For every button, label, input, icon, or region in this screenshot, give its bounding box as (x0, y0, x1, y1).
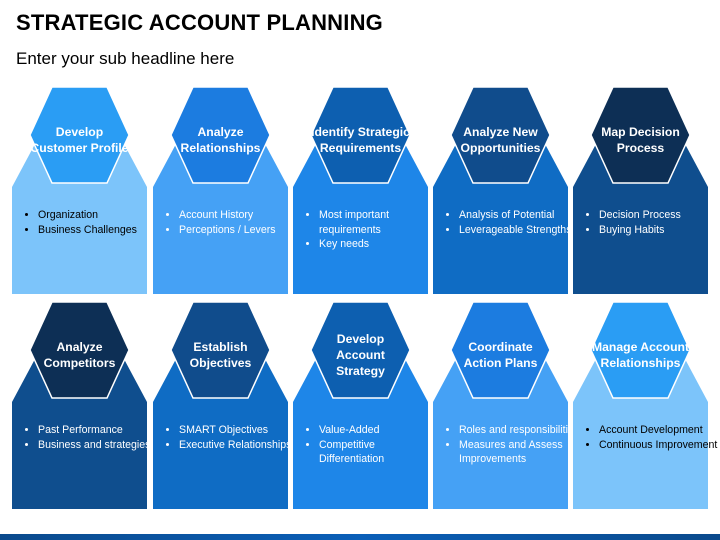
card-heading: Analyze Relationships (180, 125, 261, 155)
bullet-item: Most important requirements (319, 208, 441, 237)
hexagon-header-shape (170, 302, 271, 399)
bullet-list: Roles and responsibilitiesMeasures and A… (443, 423, 581, 467)
step-card: Analyze RelationshipsAccount HistoryPerc… (153, 87, 288, 294)
bullet-list: SMART ObjectivesExecutive Relationships (163, 423, 301, 452)
bullet-list: Account DevelopmentContinuous Improvemen… (583, 423, 720, 452)
step-card: Develop Customer ProfileOrganizationBusi… (12, 87, 147, 294)
bullet-list: Most important requirementsKey needs (303, 208, 441, 252)
page-subtitle: Enter your sub headline here (16, 49, 235, 68)
step-card: Identify Strategic RequirementsMost impo… (293, 87, 428, 294)
bullet-item: Competitive Differentiation (319, 438, 441, 467)
bullet-item: Measures and Assess Improvements (459, 438, 581, 467)
step-card: Analyze CompetitorsPast PerformanceBusin… (12, 302, 150, 509)
card-heading: Coordinate Action Plans (463, 340, 538, 370)
step-card: Analyze New OpportunitiesAnalysis of Pot… (433, 87, 572, 294)
bullet-item: Past Performance (38, 423, 160, 438)
hexagon-header-shape (29, 87, 130, 184)
card-shape (12, 87, 147, 294)
hexagon-header-shape (450, 302, 551, 399)
hexagon-header-shape (590, 302, 691, 399)
step-card: Map Decision ProcessDecision ProcessBuyi… (573, 87, 708, 294)
card-shape (12, 302, 147, 509)
hexagon-header-shape (310, 87, 411, 184)
bullet-item: Executive Relationships (179, 438, 301, 453)
card-heading: Map Decision Process (601, 125, 680, 155)
card-shape (153, 302, 288, 509)
bullet-item: Continuous Improvement (599, 438, 720, 453)
bullet-list: Account HistoryPerceptions / Levers (163, 208, 301, 237)
bullet-list: Analysis of PotentialLeverageable Streng… (443, 208, 581, 237)
bullet-item: Account History (179, 208, 301, 223)
step-card: Coordinate Action PlansRoles and respons… (433, 302, 579, 509)
card-heading: Analyze New Opportunities (460, 125, 541, 155)
bullet-list: Value-AddedCompetitive Differentiation (303, 423, 441, 467)
card-shape (153, 87, 288, 294)
hexagon-header-shape (170, 87, 271, 184)
bullet-item: SMART Objectives (179, 423, 301, 438)
bullet-item: Value-Added (319, 423, 441, 438)
card-heading: Manage Account Relationships (591, 340, 690, 370)
hexagon-header-shape (29, 302, 130, 399)
bullet-item: Leverageable Strengths (459, 223, 581, 238)
bullet-item: Business and strategies (38, 438, 160, 453)
bullet-item: Perceptions / Levers (179, 223, 301, 238)
step-card: Establish ObjectivesSMART ObjectivesExec… (153, 302, 291, 509)
bullet-list: Past PerformanceBusiness and strategies (22, 423, 160, 452)
bullet-item: Roles and responsibilities (459, 423, 581, 438)
card-shape (293, 87, 428, 294)
bullet-item: Analysis of Potential (459, 208, 581, 223)
bottom-accent-bar (0, 534, 720, 540)
card-shape (293, 302, 428, 509)
bullet-item: Organization (38, 208, 160, 223)
card-shape (433, 302, 568, 509)
page-title: STRATEGIC ACCOUNT PLANNING (16, 10, 383, 35)
card-heading: Identify Strategic Requirements (311, 125, 410, 155)
step-card: Manage Account RelationshipsAccount Deve… (573, 302, 717, 509)
card-heading: Develop Account Strategy (336, 332, 385, 378)
card-heading: Develop Customer Profile (30, 125, 129, 155)
bullet-item: Business Challenges (38, 223, 160, 238)
hexagon-header-shape (450, 87, 551, 184)
hexagon-header-shape (310, 302, 411, 399)
card-shape (433, 87, 568, 294)
card-shape (573, 87, 708, 294)
card-heading: Establish Objectives (189, 340, 252, 370)
bullet-item: Decision Process (599, 208, 720, 223)
hexagon-header-shape (590, 87, 691, 184)
bullet-item: Buying Habits (599, 223, 720, 238)
step-card: Develop Account StrategyValue-AddedCompe… (293, 302, 428, 509)
card-heading: Analyze Competitors (43, 340, 116, 370)
card-shape (573, 302, 708, 509)
bullet-list: OrganizationBusiness Challenges (22, 208, 160, 237)
bullet-list: Decision ProcessBuying Habits (583, 208, 720, 237)
bullet-item: Key needs (319, 237, 441, 252)
bullet-item: Account Development (599, 423, 720, 438)
